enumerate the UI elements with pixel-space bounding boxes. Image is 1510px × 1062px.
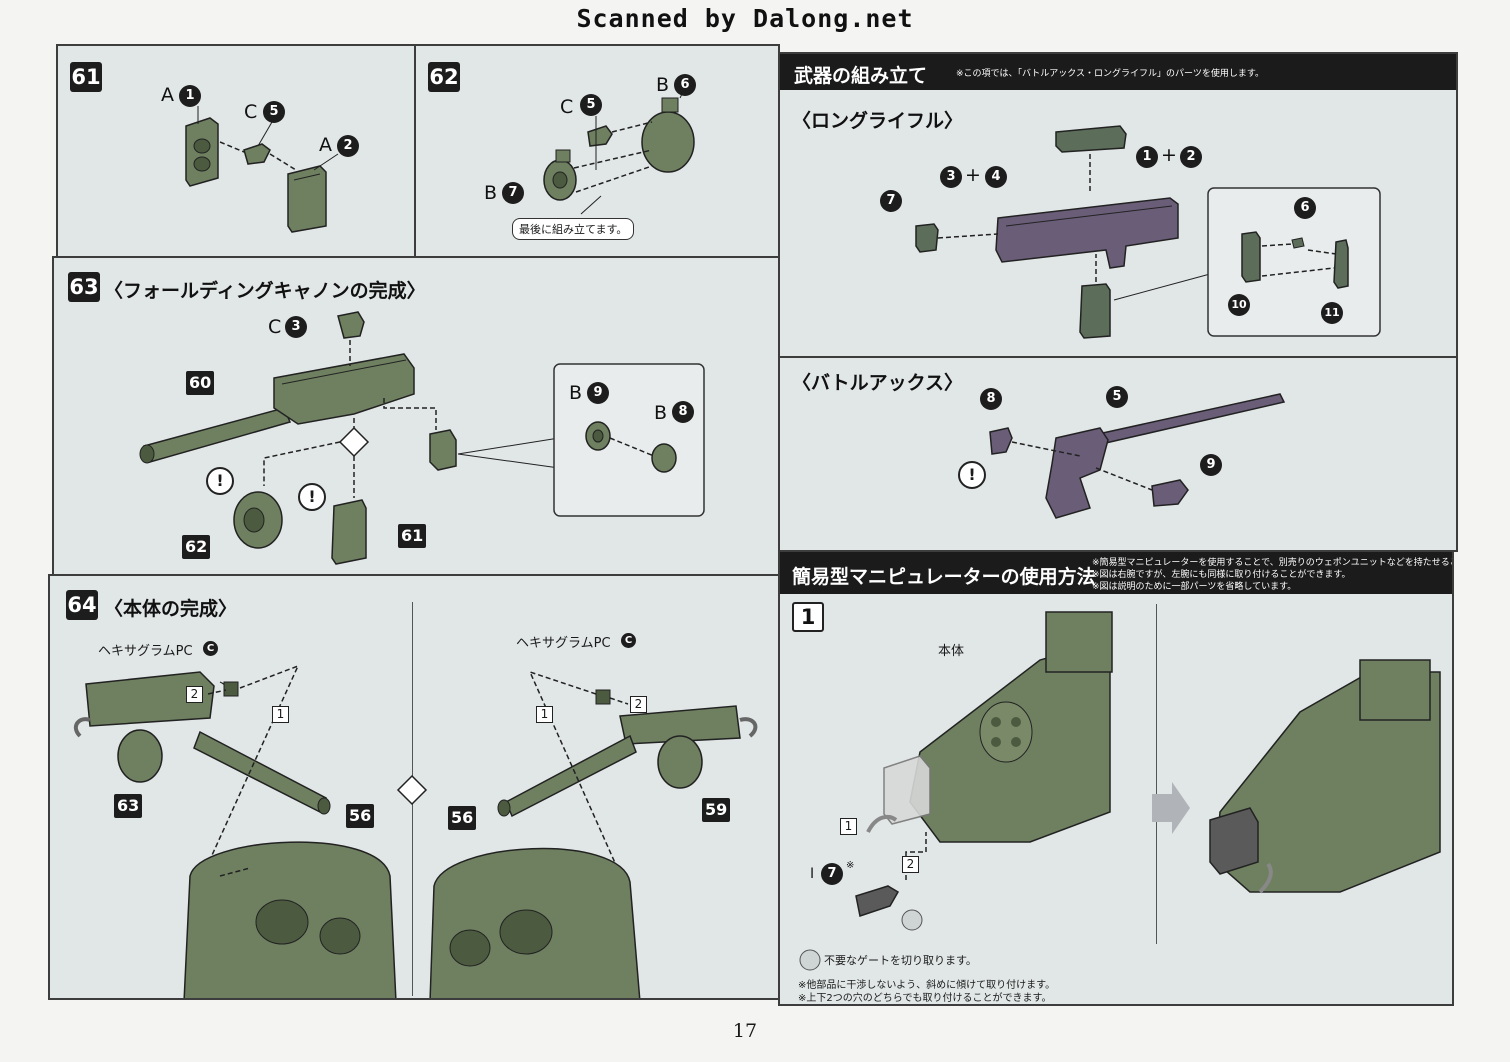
hex-pc-circle-right: C <box>621 633 636 648</box>
label-b6: B <box>656 74 670 96</box>
scan-credit: Scanned by Dalong.net <box>576 4 914 33</box>
manipulator-note-2: ※図は右腕ですが、左腕にも同様に取り付けることができます。 <box>1092 570 1351 580</box>
manipulator-illustration <box>799 611 1441 971</box>
substep-2-left: 2 <box>186 686 203 703</box>
circle-b6: 6 <box>674 74 696 96</box>
label-b9: B <box>569 382 583 404</box>
page-number: 17 <box>732 1020 758 1042</box>
circle-c5: 5 <box>263 101 285 123</box>
part-tag-60: 60 <box>186 371 215 395</box>
rifle-circle-3: 3 <box>940 166 962 188</box>
circle-a2: 2 <box>337 135 359 157</box>
manipulator-footnote-2: ※上下2つの穴のどちらでも取り付けることができます。 <box>798 993 1052 1004</box>
part-tag-62: 62 <box>182 535 211 559</box>
weapon-assembly-header: 武器の組み立て ※この項では、「バトルアックス・ロングライフル」のパーツを使用し… <box>780 54 1456 90</box>
long-rifle-title: 〈ロングライフル〉 <box>792 110 964 132</box>
substep-2-right: 2 <box>630 696 647 713</box>
rifle-circle-1: 1 <box>1136 146 1158 168</box>
rifle-circle-4: 4 <box>985 166 1007 188</box>
weapon-assembly-panel: 武器の組み立て ※この項では、「バトルアックス・ロングライフル」のパーツを使用し… <box>778 52 1458 358</box>
assemble-last-callout: 最後に組み立てます。 <box>512 218 635 240</box>
caution-icon-62: ! <box>206 467 234 495</box>
battle-axe-panel: 〈バトルアックス〉 8 5 9 ! <box>778 356 1458 552</box>
part-tag-56-left: 56 <box>346 804 375 828</box>
label-a2: A <box>319 134 332 156</box>
label-c3: C <box>268 316 282 338</box>
circle-b8: 8 <box>672 401 694 423</box>
rifle-plus-1: + <box>1161 144 1177 166</box>
part-tag-59: 59 <box>702 798 731 822</box>
step-61-panel: 61 A 1 C 5 A 2 <box>56 44 416 258</box>
step-61-number: 61 <box>70 62 102 92</box>
long-rifle-illustration <box>915 125 1381 339</box>
part-i-circle-7: 7 <box>821 863 843 885</box>
label-a1: A <box>161 84 174 106</box>
hex-pc-label-left: ヘキサグラムPC <box>98 644 193 659</box>
substep-1-left: 1 <box>272 706 289 723</box>
manipulator-note-1: ※簡易型マニピュレーターを使用することで、別売りのウェポンユニットなどを持たせる… <box>1092 558 1452 568</box>
circle-a1: 1 <box>179 85 201 107</box>
step-62-number: 62 <box>428 62 460 92</box>
part-i-label: I <box>810 866 815 882</box>
weapon-assembly-note: ※この項では、「バトルアックス・ロングライフル」のパーツを使用します。 <box>956 69 1264 79</box>
part-i-mark: ※ <box>846 860 855 871</box>
circle-c3: 3 <box>285 316 307 338</box>
rifle-circle-2: 2 <box>1180 146 1202 168</box>
step-61-illustration <box>185 106 339 233</box>
step-64-illustration <box>73 664 758 998</box>
manipulator-substep-2: 2 <box>902 856 919 873</box>
manipulator-title: 簡易型マニピュレーターの使用方法 <box>792 566 1096 588</box>
rifle-circle-7: 7 <box>880 190 902 212</box>
weapon-assembly-title: 武器の組み立て <box>794 65 928 87</box>
manipulator-footnote-1: ※他部品に干渉しないよう、斜めに傾けて取り付けます。 <box>798 980 1056 991</box>
battle-axe-title: 〈バトルアックス〉 <box>792 372 964 394</box>
gate-note: 不要なゲートを切り取ります。 <box>824 954 977 967</box>
part-tag-61: 61 <box>398 524 427 548</box>
step-62-panel: 62 C 5 B 6 B 7 最後に組み立てます。 <box>414 44 780 258</box>
part-tag-56-right: 56 <box>448 806 477 830</box>
axe-circle-8: 8 <box>980 388 1002 410</box>
label-c5: C <box>244 101 258 123</box>
step-63-title: 〈フォールディングキャノンの完成〉 <box>104 280 426 302</box>
caution-icon-61: ! <box>298 483 326 511</box>
step-63-number: 63 <box>68 272 100 302</box>
step-64-panel: 64 〈本体の完成〉 ヘキサグラムPC C 2 1 <box>48 574 780 1000</box>
label-c5-62: C <box>560 96 574 118</box>
body-label: 本体 <box>938 644 965 659</box>
hex-pc-label-right: ヘキサグラムPC <box>516 636 611 651</box>
circle-b9: 9 <box>587 382 609 404</box>
circle-c5-62: 5 <box>580 94 602 116</box>
rifle-plus-2: + <box>965 164 981 186</box>
manipulator-substep-1: 1 <box>840 818 857 835</box>
substep-1-right: 1 <box>536 706 553 723</box>
caution-icon-axe: ! <box>958 461 986 489</box>
manipulator-header: 簡易型マニピュレーターの使用方法 ※簡易型マニピュレーターを使用することで、別売… <box>780 552 1452 594</box>
step-62-illustration <box>543 93 695 215</box>
axe-circle-9: 9 <box>1200 454 1222 476</box>
step-64-number: 64 <box>66 590 98 620</box>
hex-pc-circle-left: C <box>203 641 218 656</box>
circle-b7: 7 <box>502 182 524 204</box>
step-63-panel: 63 〈フォールディングキャノンの完成〉 C 3 60 B 9 <box>52 256 780 576</box>
rifle-circle-6: 6 <box>1294 197 1316 219</box>
part-tag-63: 63 <box>114 794 143 818</box>
rifle-circle-10: 10 <box>1228 294 1250 316</box>
battle-axe-illustration <box>989 393 1286 519</box>
rifle-circle-11: 11 <box>1321 302 1343 324</box>
step-64-title: 〈本体の完成〉 <box>104 598 238 620</box>
label-b7: B <box>484 182 498 204</box>
manipulator-note-3: ※図は説明のために一部パーツを省略しています。 <box>1092 582 1297 592</box>
axe-circle-5: 5 <box>1106 386 1128 408</box>
manipulator-panel: 簡易型マニピュレーターの使用方法 ※簡易型マニピュレーターを使用することで、別売… <box>778 550 1454 1006</box>
label-b8: B <box>654 402 668 424</box>
manipulator-divider <box>1156 604 1157 944</box>
manipulator-step-number: 1 <box>792 602 824 632</box>
